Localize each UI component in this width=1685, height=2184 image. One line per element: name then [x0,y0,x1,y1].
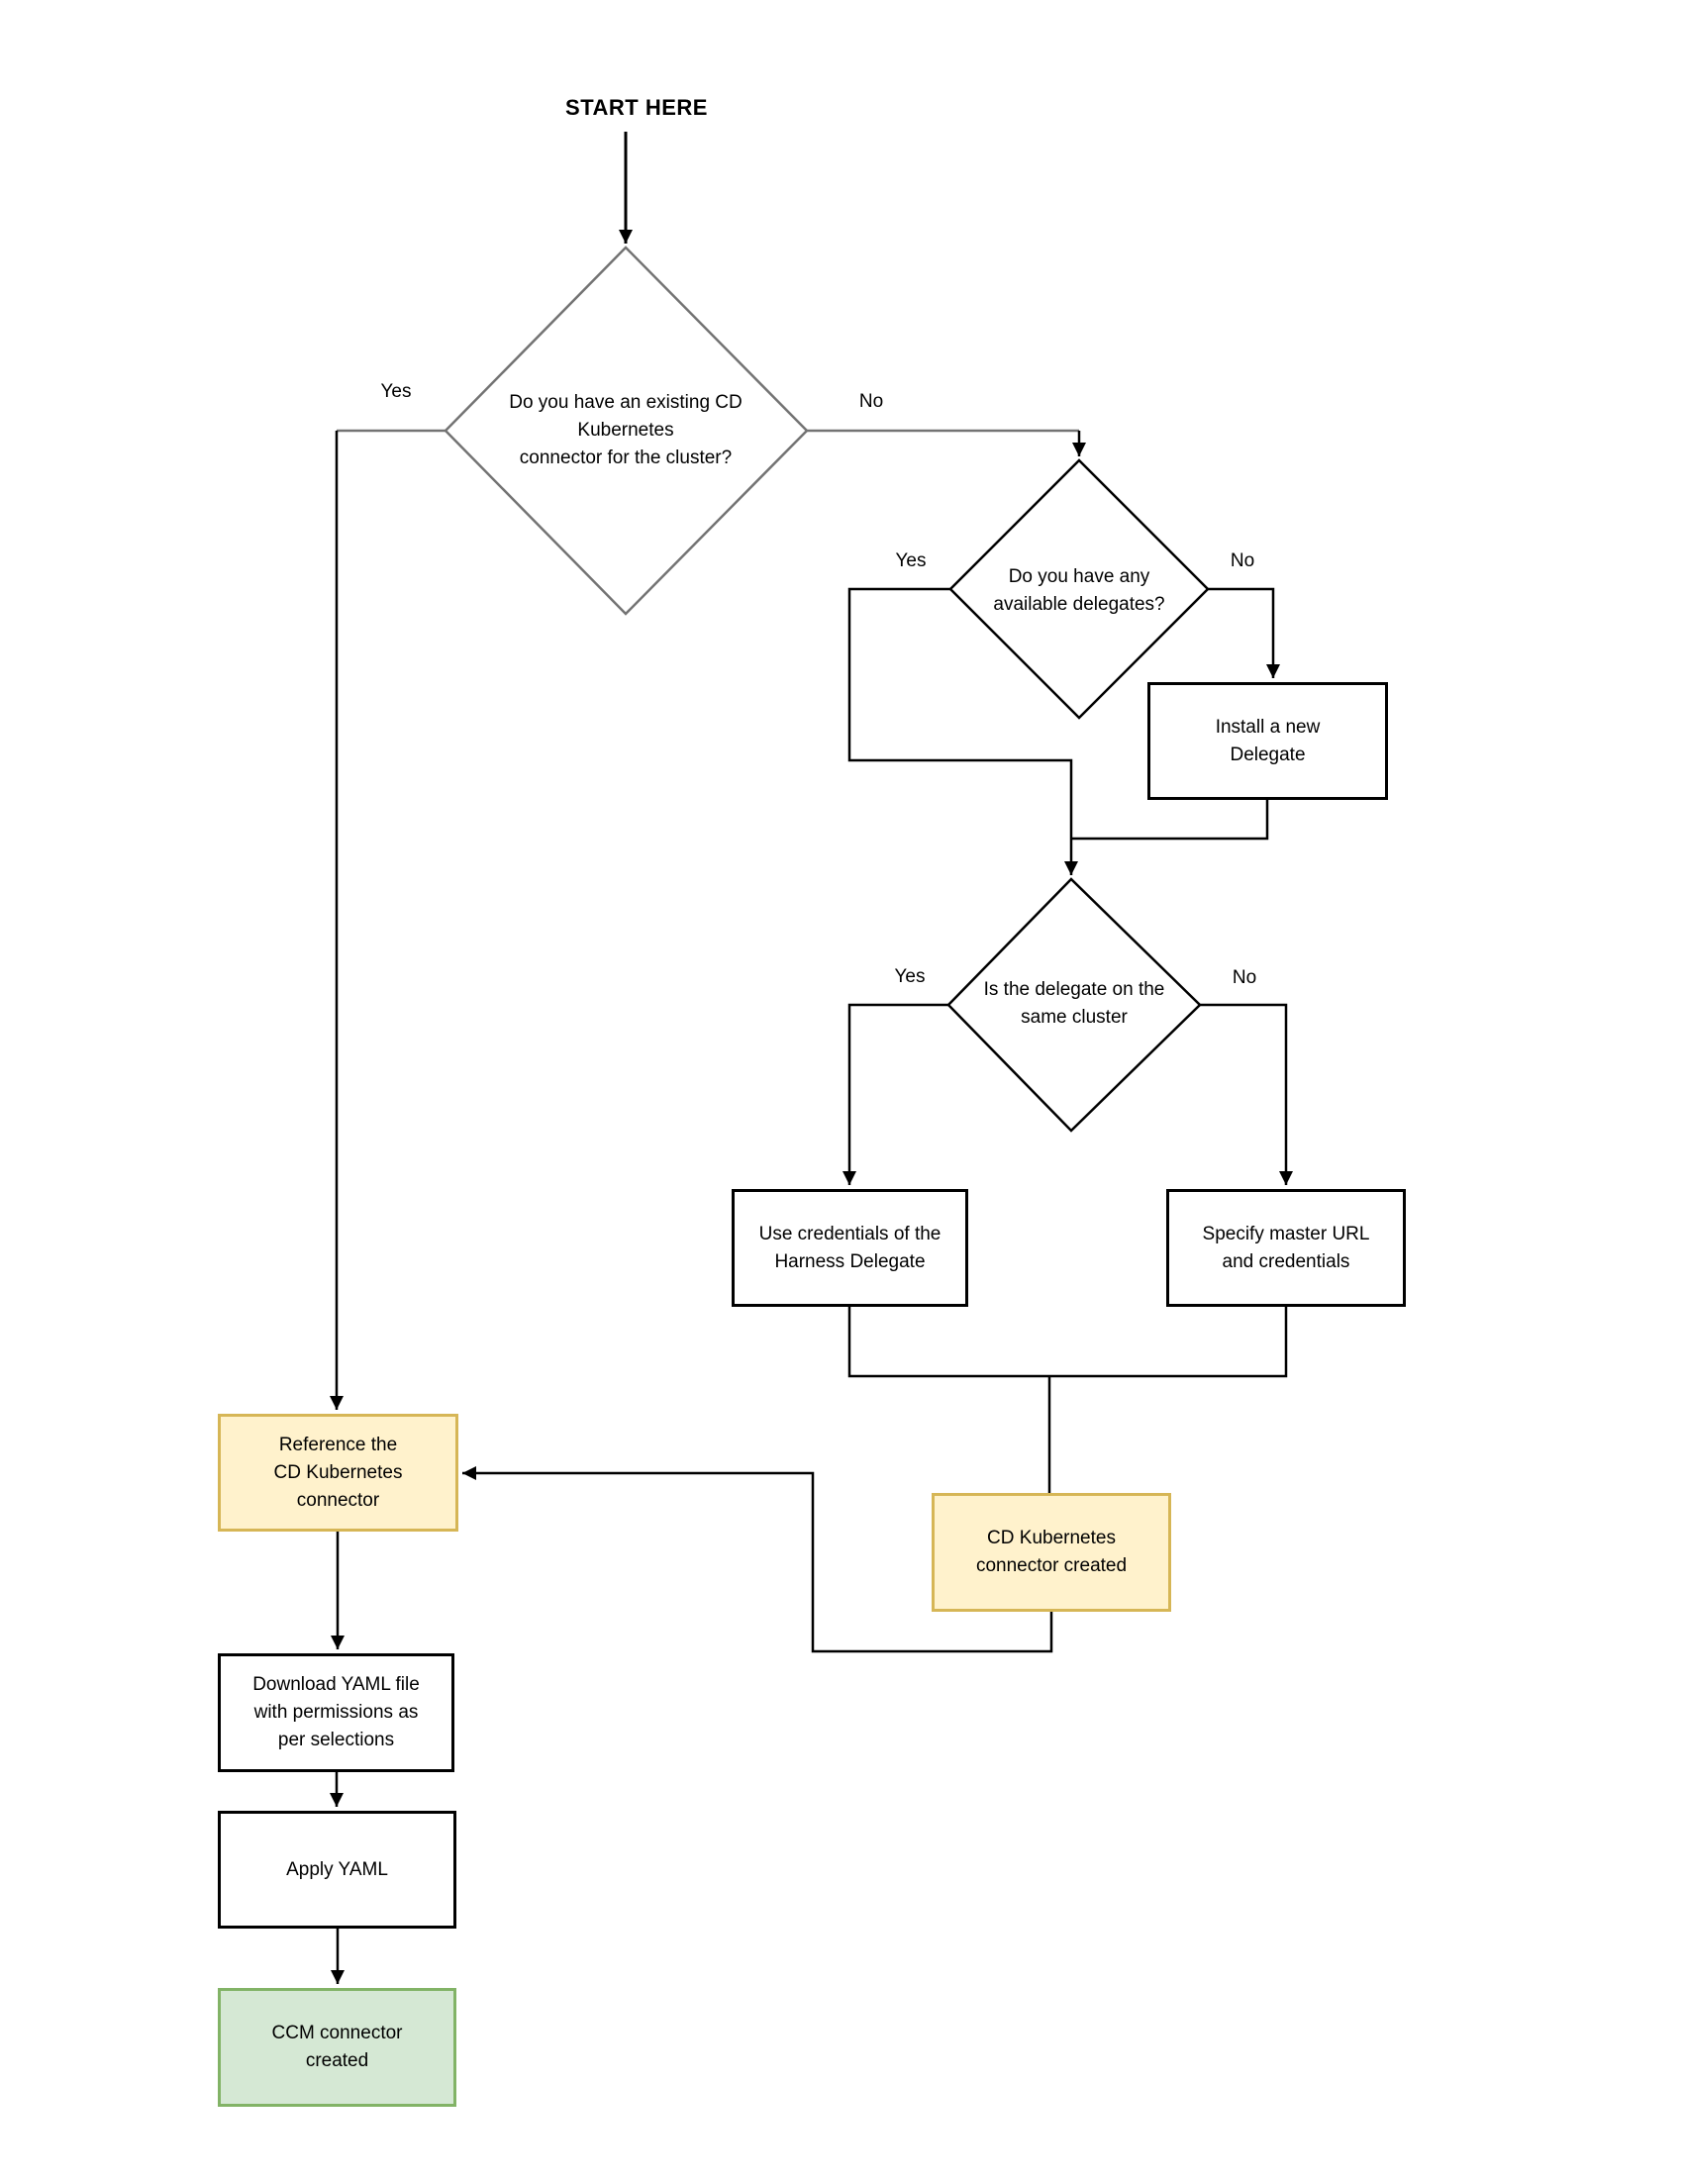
state-ccm-connector-created: CCM connector created [218,1988,456,2107]
decision-same-cluster-diamond [946,877,1202,1133]
state-cd-connector-created: CD Kubernetes connector created [932,1493,1171,1612]
edge-cd-created-to-reference [462,1466,1053,1653]
process-install-delegate: Install a new Delegate [1147,682,1388,800]
edge-label-delegates-yes: Yes [892,550,930,572]
edge-label-same-cluster-yes: Yes [891,966,929,988]
process-use-credentials: Use credentials of the Harness Delegate [732,1189,968,1307]
edge-label-existing-yes: Yes [377,381,415,403]
decision-available-delegates-label: Do you have any available delegates? [993,566,1165,615]
edge-label-delegates-no: No [1227,550,1258,572]
process-install-delegate-label: Install a new Delegate [1215,716,1321,765]
edge-same-cluster-yes-to-use-credentials [842,1003,948,1185]
decision-existing-connector-diamond [444,246,809,616]
edge-credentials-merge [847,1307,1288,1378]
edge-install-to-same-cluster-decision [1071,800,1269,841]
process-specify-master-url-label: Specify master URL and credentials [1202,1223,1370,1272]
edge-delegates-yes-to-same-cluster-decision [847,587,1078,875]
edge-label-same-cluster-no: No [1229,967,1260,989]
process-apply-yaml: Apply YAML [218,1811,456,1929]
process-reference-connector: Reference the CD Kubernetes connector [218,1414,458,1532]
decision-same-cluster-label: Is the delegate on the same cluster [983,979,1165,1028]
edge-same-cluster-no-to-specify-url [1200,1003,1293,1185]
process-apply-yaml-label: Apply YAML [286,1858,388,1880]
process-reference-connector-label: Reference the CD Kubernetes connector [273,1434,403,1511]
process-specify-master-url: Specify master URL and credentials [1166,1189,1406,1307]
edge-delegates-no-to-install [1208,587,1280,678]
edge-label-existing-no: No [855,391,887,413]
decision-existing-connector-label: Do you have an existing CD Kubernetes co… [509,392,743,468]
process-use-credentials-label: Use credentials of the Harness Delegate [758,1223,942,1272]
process-download-yaml-label: Download YAML file with permissions as p… [252,1674,420,1750]
state-cd-connector-created-label: CD Kubernetes connector created [975,1528,1128,1576]
decision-available-delegates-diamond [948,458,1210,720]
start-here-title: START HERE [565,95,708,120]
process-download-yaml: Download YAML file with permissions as p… [218,1653,454,1772]
state-ccm-connector-created-label: CCM connector created [271,2023,403,2071]
